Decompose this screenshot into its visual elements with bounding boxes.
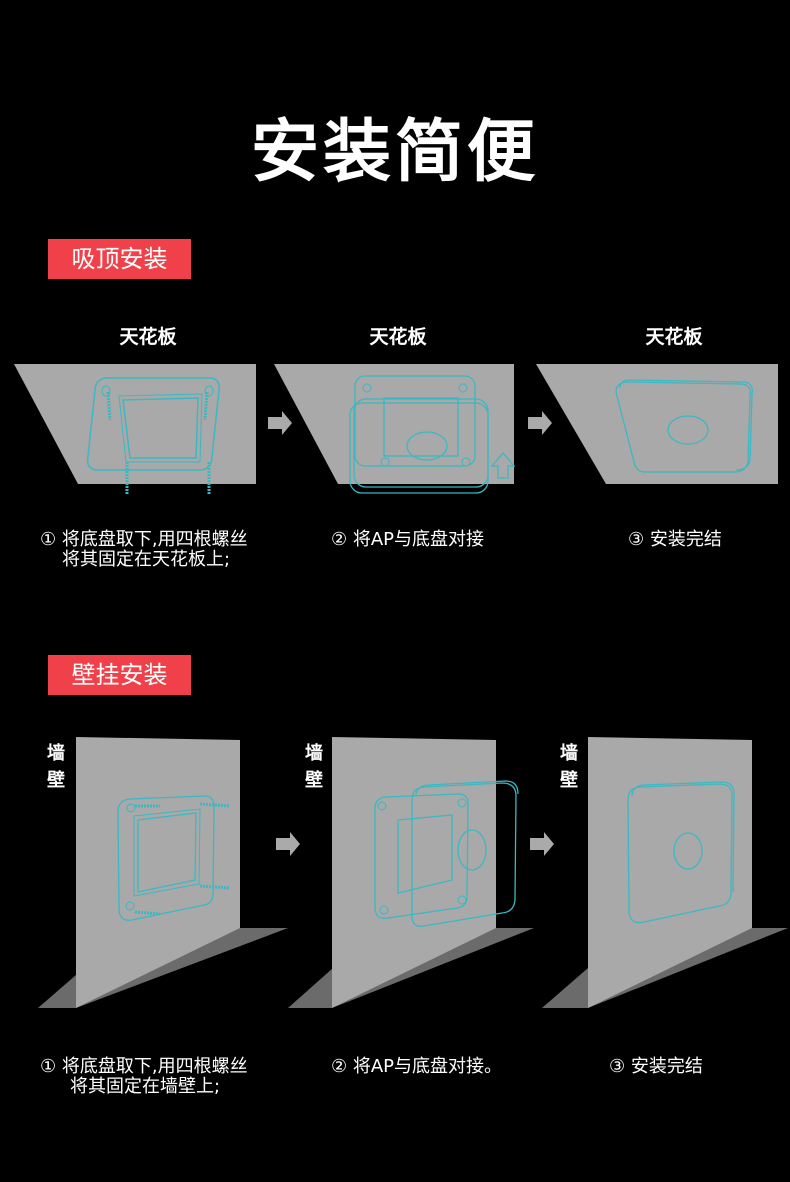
ceiling-panel-1 — [14, 364, 256, 494]
wall-panel-3 — [542, 737, 788, 1008]
wall-step-1-line1: ① 将底盘取下,用四根螺丝 — [40, 1056, 248, 1077]
arrow-right-icon — [268, 411, 292, 435]
ceiling-step-1: ① 将底盘取下,用四根螺丝 将其固定在天花板上; — [40, 530, 248, 570]
ceiling-step-1-line2: 将其固定在天花板上; — [62, 549, 231, 570]
ceiling-step-2: ② 将AP与底盘对接 — [331, 529, 485, 550]
ceiling-label-1: 天花板 — [119, 326, 177, 348]
wall-label-3: 墙壁 — [560, 743, 578, 791]
wall-label-2: 墙壁 — [305, 743, 323, 791]
wall-label-1: 墙壁 — [47, 743, 65, 791]
ceiling-label-3: 天花板 — [645, 326, 703, 348]
wall-step-1-line2: 将其固定在墙壁上; — [70, 1076, 221, 1097]
arrow-up-icon — [490, 451, 516, 479]
ceiling-install-badge: 吸顶安装 — [48, 239, 191, 279]
wall-panel-2 — [288, 737, 534, 1008]
wall-step-3: ③ 安装完结 — [609, 1056, 703, 1077]
arrow-right-icon — [276, 832, 300, 856]
wall-panel-1 — [38, 737, 288, 1008]
ceiling-step-3: ③ 安装完结 — [628, 529, 722, 550]
arrow-right-icon — [528, 411, 552, 435]
wall-step-2: ② 将AP与底盘对接。 — [331, 1056, 503, 1077]
ceiling-step-1-line1: ① 将底盘取下,用四根螺丝 — [40, 529, 248, 550]
ceiling-panel-3 — [536, 364, 778, 484]
page-title: 安装简便 — [250, 113, 539, 192]
ceiling-panel-2 — [274, 364, 516, 494]
ceiling-label-2: 天花板 — [369, 326, 427, 348]
wall-step-1: ① 将底盘取下,用四根螺丝 将其固定在墙壁上; — [40, 1057, 248, 1097]
wall-install-badge: 壁挂安装 — [48, 655, 191, 695]
arrow-right-icon — [530, 832, 554, 856]
